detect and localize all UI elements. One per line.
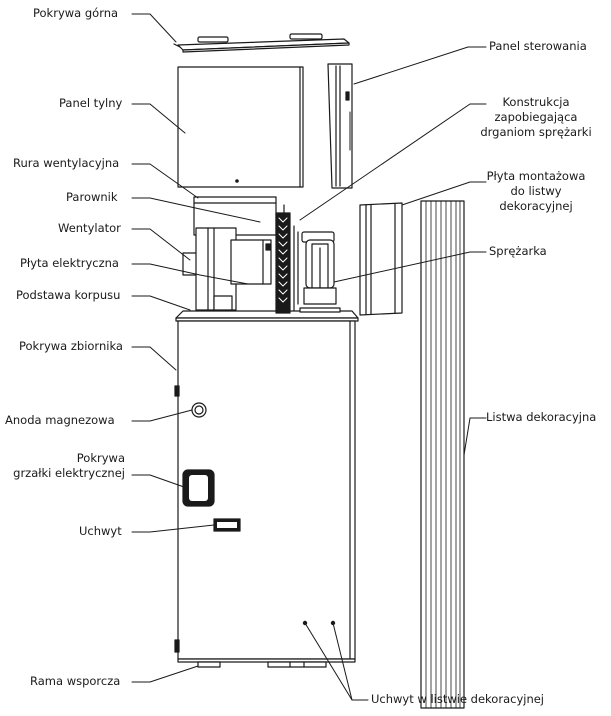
decorative-strip-part [420,200,465,709]
electric-plate-part [230,239,272,285]
top-cover-part [173,33,350,53]
label-anti-vibration-3: drganiom sprężarki [480,125,592,139]
label-vent-pipe: Rura wentylacyjna [13,156,120,170]
label-fan: Wentylator [58,221,121,235]
label-heater-cover-2: grzałki elektrycznej [13,466,125,480]
label-electric-plate: Płyta elektryczna [20,256,119,270]
label-tank-cover: Pokrywa zbiornika [19,339,123,353]
leader-lines [131,13,487,701]
evaporator-fins [275,204,291,314]
fan-part [182,227,237,311]
label-back-panel: Panel tylny [59,96,123,110]
back-panel-part [177,66,304,188]
label-anti-vibration-1: Konstrukcja [502,95,570,109]
label-heater-cover-1: Pokrywa [76,451,125,465]
label-support-frame: Rama wsporcza [30,674,121,688]
compressor-part [293,225,341,313]
label-decorative-strip: Listwa dekoracyjna [486,410,597,424]
control-panel-part [327,63,353,189]
support-frame-part [177,658,356,668]
tank-part [174,320,356,660]
label-mounting-plate-2: do listwy [510,184,562,198]
label-control-panel: Panel sterowania [489,39,587,53]
label-top-cover: Pokrywa górna [33,6,119,20]
mounting-plate-part [359,202,403,316]
label-compressor: Sprężarka [489,244,547,258]
label-mounting-plate-1: Płyta montażowa [486,169,586,183]
label-evaporator: Parownik [66,190,118,204]
label-body-base: Podstawa korpusu [16,288,121,302]
body-base-part [175,310,359,322]
label-anti-vibration-2: zapobiegająca [494,110,578,124]
label-mounting-plate-3: dekoracyjnej [499,199,573,213]
label-strip-handle: Uchwyt w listwie dekoracyjnej [371,692,545,706]
label-handle: Uchwyt [79,524,122,538]
label-magnesium-anode: Anoda magnezowa [5,413,115,427]
